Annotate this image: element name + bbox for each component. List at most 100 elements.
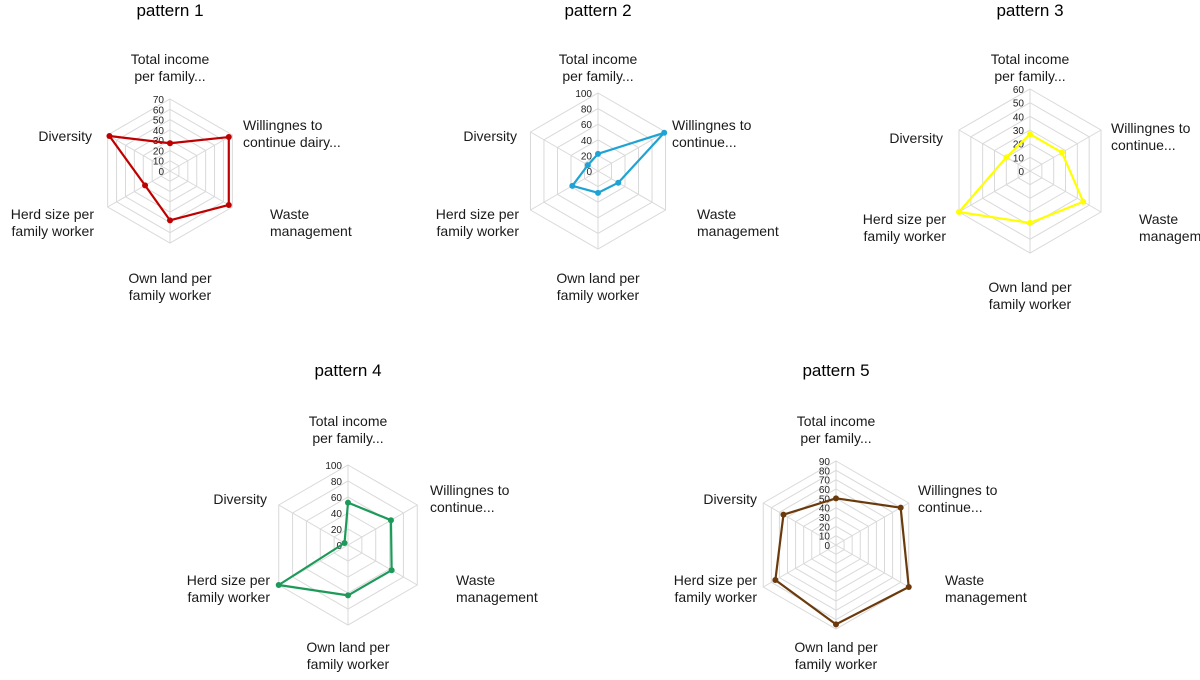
data-point bbox=[955, 209, 962, 215]
axis-label-line: continue... bbox=[918, 499, 983, 515]
data-point bbox=[1058, 149, 1065, 156]
tick-label: 0 bbox=[158, 167, 164, 178]
data-point bbox=[275, 582, 282, 588]
tick-label: 60 bbox=[153, 105, 165, 116]
tick-label: 70 bbox=[153, 95, 165, 106]
data-point bbox=[661, 129, 668, 136]
data-point bbox=[167, 140, 173, 147]
tick-label: 50 bbox=[819, 494, 831, 505]
tick-label: 10 bbox=[819, 532, 831, 543]
axis-label-line: family worker bbox=[557, 287, 640, 303]
tick-label: 0 bbox=[824, 541, 830, 552]
axis-label-line: Herd size per bbox=[863, 211, 947, 227]
data-point bbox=[780, 511, 787, 518]
tick-label: 20 bbox=[331, 525, 343, 536]
axis-label-line: Waste bbox=[456, 572, 495, 588]
axis-label-line: Total income bbox=[559, 51, 638, 67]
data-point bbox=[167, 217, 173, 224]
axis-spoke bbox=[958, 129, 1031, 172]
tick-label: 10 bbox=[153, 157, 165, 168]
tick-label: 50 bbox=[1013, 99, 1025, 110]
axis-label-line: Waste bbox=[697, 206, 736, 222]
axis-label-line: family worker bbox=[795, 656, 878, 672]
axis-label-line: management bbox=[270, 223, 352, 239]
axis-label-line: family worker bbox=[12, 223, 95, 239]
tick-label: 80 bbox=[819, 466, 831, 477]
axis-label: Diversity bbox=[38, 128, 92, 144]
data-point bbox=[345, 592, 351, 599]
tick-label: 20 bbox=[153, 146, 165, 157]
axis-label-line: family worker bbox=[864, 228, 947, 244]
axis-spoke bbox=[1029, 170, 1102, 213]
axis-label: Diversity bbox=[703, 491, 757, 507]
data-point bbox=[584, 162, 591, 169]
axis-spoke bbox=[763, 502, 837, 546]
chart-title: pattern 3 bbox=[996, 1, 1063, 20]
tick-label: 60 bbox=[581, 120, 593, 131]
axis-label-line: Own land per bbox=[306, 639, 390, 655]
axis-label-line: Total income bbox=[991, 51, 1070, 67]
chart-title: pattern 5 bbox=[802, 361, 869, 380]
data-point bbox=[1027, 131, 1033, 138]
axis-spoke bbox=[1029, 129, 1102, 172]
axis-spoke bbox=[958, 170, 1031, 213]
data-point bbox=[772, 577, 779, 583]
axis-spoke bbox=[169, 170, 233, 208]
data-point bbox=[595, 150, 601, 157]
tick-label: 40 bbox=[1013, 112, 1025, 123]
axis-spoke bbox=[597, 131, 666, 172]
axis-label-line: family worker bbox=[188, 589, 271, 605]
tick-label: 70 bbox=[819, 476, 831, 487]
data-point bbox=[615, 179, 622, 186]
tick-label: 40 bbox=[581, 136, 593, 147]
axis-label-line: Herd size per bbox=[674, 572, 758, 588]
axis-label-line: per family... bbox=[134, 68, 205, 84]
data-point bbox=[833, 621, 839, 628]
axis-label: Diversity bbox=[213, 491, 267, 507]
axis-label-line: Diversity bbox=[889, 130, 943, 146]
axis-label-line: management bbox=[1139, 228, 1200, 244]
axis-label-line: continue... bbox=[1111, 137, 1176, 153]
tick-label: 40 bbox=[819, 504, 831, 515]
axis-label-line: Diversity bbox=[38, 128, 92, 144]
axis-label-line: Own land per bbox=[128, 270, 212, 286]
data-point bbox=[387, 517, 394, 524]
tick-label: 20 bbox=[819, 522, 831, 533]
axis-label-line: Own land per bbox=[794, 639, 878, 655]
tick-label: 0 bbox=[586, 167, 592, 178]
axis-spoke bbox=[107, 134, 171, 172]
tick-label: 80 bbox=[581, 105, 593, 116]
axis-spoke bbox=[347, 504, 418, 546]
axis-spoke bbox=[107, 170, 171, 208]
data-point bbox=[388, 567, 395, 574]
data-point bbox=[897, 504, 904, 511]
axis-label-line: Total income bbox=[131, 51, 210, 67]
axis-label-line: Herd size per bbox=[11, 206, 95, 222]
data-point bbox=[142, 182, 149, 189]
axis-label-line: Own land per bbox=[556, 270, 640, 286]
axis-label-line: continue... bbox=[430, 499, 495, 515]
axis-label-line: Willingnes to bbox=[243, 117, 323, 133]
axis-label-line: continue dairy... bbox=[243, 134, 341, 150]
axis-label-line: per family... bbox=[800, 430, 871, 446]
axis-label-line: Diversity bbox=[213, 491, 267, 507]
tick-label: 40 bbox=[331, 509, 343, 520]
axis-label-line: management bbox=[456, 589, 538, 605]
axis-spoke bbox=[278, 504, 349, 546]
